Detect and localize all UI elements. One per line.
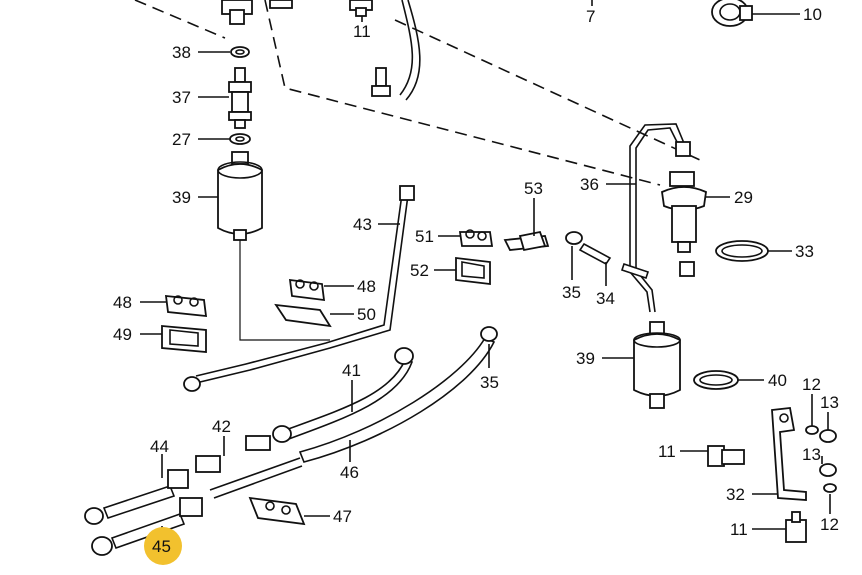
highlight-badge-45 (144, 527, 182, 565)
dashed-assembly-lines (134, 0, 701, 186)
label-34: 34 (596, 289, 615, 308)
label-11-top: 11 (353, 22, 371, 41)
label-32: 32 (726, 485, 745, 504)
part-32-bracket (771, 407, 807, 501)
part-50-bracket (274, 303, 332, 328)
label-12-upper: 12 (802, 375, 821, 394)
label-48-lower: 48 (113, 293, 132, 312)
label-41: 41 (342, 361, 361, 380)
part-11-grommet-upper (707, 445, 745, 467)
part-38-washer (230, 46, 250, 58)
part-40-clamp (693, 370, 739, 390)
top-fuel-pump-fragment (221, 0, 293, 25)
label-47: 47 (333, 507, 352, 526)
label-37: 37 (172, 88, 191, 107)
label-42: 42 (212, 417, 231, 436)
label-51: 51 (415, 227, 434, 246)
part-39-fuel-filter-lower (633, 321, 681, 409)
part-45-hose-assembly (91, 497, 203, 556)
label-29: 29 (734, 188, 753, 207)
part-33-clamp (715, 240, 769, 262)
part-labels: 38 37 27 39 11 7 10 43 51 53 36 29 33 52… (113, 5, 839, 556)
label-11-middle: 11 (658, 442, 676, 461)
part-42-fittings (195, 435, 271, 473)
label-43: 43 (353, 215, 372, 234)
label-13-upper: 13 (820, 393, 839, 412)
label-48-upper: 48 (357, 277, 376, 296)
part-41-fuel-hose (272, 347, 414, 443)
part-52-holder (455, 256, 491, 286)
label-13-lower: 13 (802, 445, 821, 464)
label-44: 44 (150, 437, 169, 456)
part-48-clip-upper (288, 278, 326, 302)
label-35-lower: 35 (480, 373, 499, 392)
part-11-top-fitting (349, 0, 373, 22)
label-38: 38 (172, 43, 191, 62)
label-27: 27 (172, 130, 191, 149)
label-50: 50 (357, 305, 376, 324)
part-44-hose-assembly (84, 469, 189, 525)
part-48-clip-lower (164, 294, 208, 318)
label-49: 49 (113, 325, 132, 344)
label-7: 7 (586, 7, 595, 26)
label-12-lower: 12 (820, 515, 839, 534)
part-51-clip (458, 229, 494, 247)
part-35-small-clamp (565, 231, 583, 245)
filter-guide-line (239, 240, 330, 341)
label-39-lower: 39 (576, 349, 595, 368)
part-53-bracket (503, 230, 550, 252)
label-45: 45 (152, 537, 171, 556)
label-35-upper: 35 (562, 283, 581, 302)
label-52: 52 (410, 261, 429, 280)
label-40: 40 (768, 371, 787, 390)
label-39-upper: 39 (172, 188, 191, 207)
label-11-bottom: 11 (730, 520, 748, 539)
label-36: 36 (580, 175, 599, 194)
part-10-clamp (711, 0, 753, 27)
part-37-banjo-bolt (228, 67, 252, 129)
part-47-clip (248, 496, 306, 526)
part-46-long-hose (209, 326, 498, 499)
part-43-fuel-pipe (183, 185, 415, 392)
label-53: 53 (524, 179, 543, 198)
part-12-13-hardware (805, 425, 837, 493)
part-34-hose-pieces (578, 242, 650, 280)
part-29-fuel-accumulator (661, 171, 707, 253)
label-46: 46 (340, 463, 359, 482)
part-27-washer (229, 133, 251, 145)
part-49-holder (161, 325, 207, 353)
part-39-fuel-filter-upper (217, 151, 263, 241)
label-33: 33 (795, 242, 814, 261)
leader-lines (140, 13, 831, 536)
label-10: 10 (803, 5, 822, 24)
top-hose-with-sensor (371, 0, 421, 101)
part-11-grommet-lower (785, 511, 807, 543)
part-36-fuel-line (629, 123, 695, 313)
